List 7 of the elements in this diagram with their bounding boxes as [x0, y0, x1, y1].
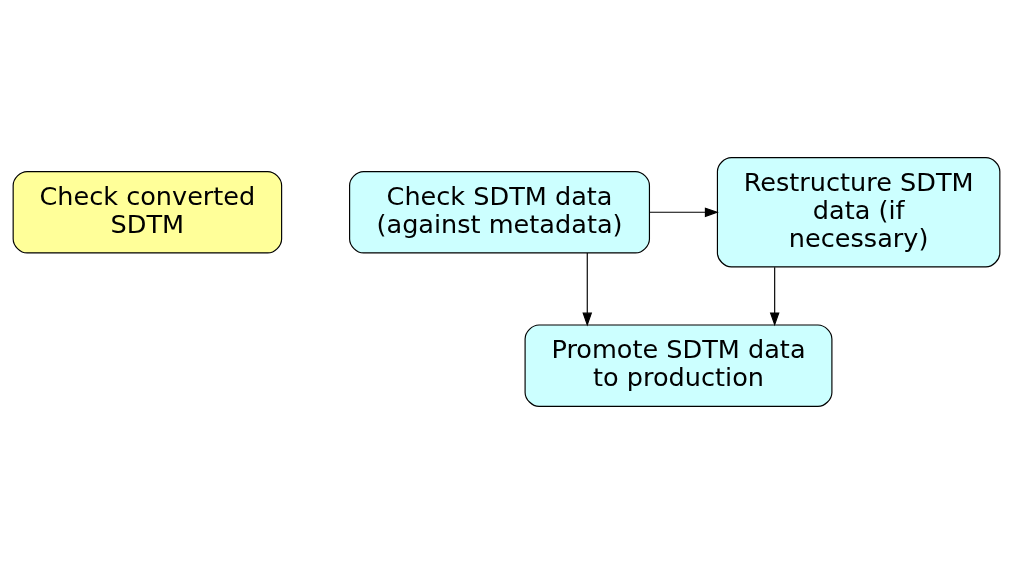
arrow [649, 206, 719, 217]
arrow [582, 251, 593, 327]
node-box: Check SDTM data (against metadata) [349, 170, 651, 254]
node-box: Restructure SDTM data (if necessary) [716, 156, 1001, 267]
node-box: Check converted SDTM [12, 170, 283, 254]
node-box: Promote SDTM data to production [524, 323, 833, 407]
arrow [769, 266, 780, 326]
